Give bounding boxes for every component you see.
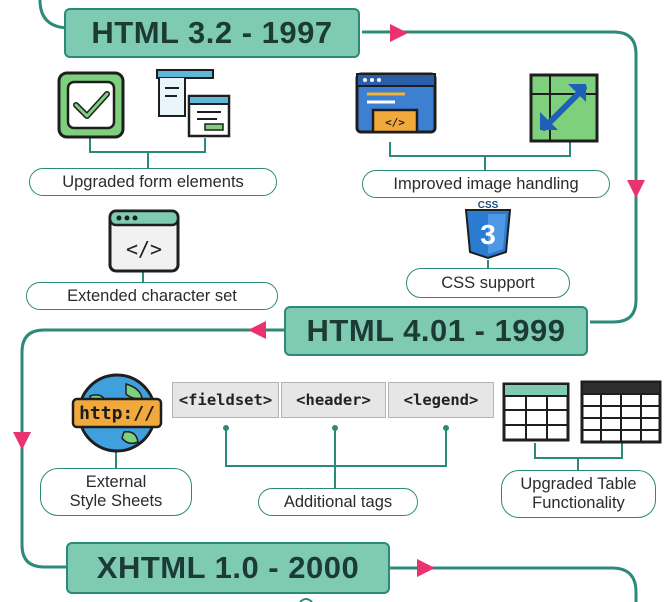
version-html401: HTML 4.01 - 1999	[284, 306, 588, 356]
tree-tags	[225, 428, 447, 488]
version-xhtml10: XHTML 1.0 - 2000	[66, 542, 390, 594]
arrow-down-icon	[13, 432, 31, 450]
feature-image-handling: Improved image handling	[362, 170, 610, 198]
css3-shield-icon: CSS 3	[464, 200, 512, 260]
code-window-icon: </>	[108, 209, 180, 273]
feature-css-support: CSS support	[406, 268, 570, 298]
feature-table-functionality: Upgraded Table Functionality	[501, 470, 656, 518]
code-symbol: </>	[385, 116, 405, 129]
tag-dot	[332, 425, 338, 431]
css-badge: CSS	[478, 200, 499, 211]
tree-form-elements	[89, 138, 206, 168]
tree-image-handling	[389, 142, 571, 170]
arrow-right-icon	[417, 559, 435, 577]
feature-character-set: Extended character set	[26, 282, 278, 310]
feature-form-elements: Upgraded form elements	[29, 168, 277, 196]
tag-header: <header>	[281, 382, 386, 418]
tag-dot	[443, 425, 449, 431]
feature-additional-tags: Additional tags	[258, 488, 418, 516]
feature-style-sheets: External Style Sheets	[40, 468, 192, 516]
checkbox-icon	[57, 71, 125, 139]
table-icon	[502, 382, 570, 442]
css-number: 3	[480, 219, 496, 250]
connector-bottom	[299, 598, 313, 602]
globe-http-icon	[71, 373, 163, 453]
connector-right-2	[390, 566, 638, 602]
tag-fieldset: <fieldset>	[172, 382, 279, 418]
tag-dot	[223, 425, 229, 431]
table-grid-icon	[580, 380, 662, 444]
browser-code-icon: </>	[355, 72, 437, 134]
code-symbol: </>	[126, 237, 162, 261]
tag-legend: <legend>	[388, 382, 494, 418]
arrow-down-icon	[627, 180, 645, 198]
arrow-left-icon	[248, 321, 266, 339]
image-resize-icon	[529, 73, 599, 143]
form-documents-icon	[156, 69, 231, 138]
version-html32: HTML 3.2 - 1997	[64, 8, 360, 58]
arrow-right-icon	[390, 24, 408, 42]
http-label: http://	[79, 402, 155, 424]
connector-right-1	[362, 30, 638, 324]
tree-tables	[534, 443, 623, 470]
